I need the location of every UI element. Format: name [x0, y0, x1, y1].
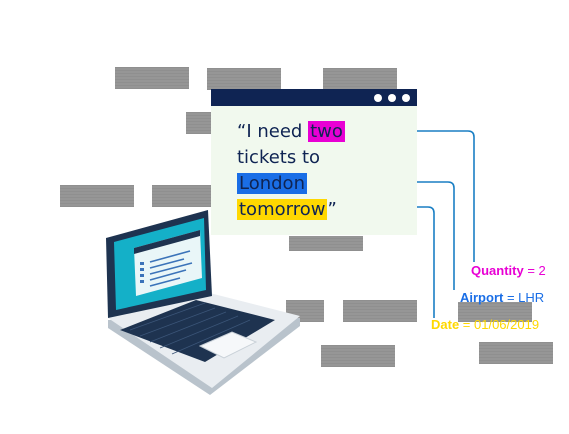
redacted-label	[115, 67, 189, 89]
window-dot-icon	[402, 94, 410, 102]
airport-word: London	[237, 173, 307, 194]
quote-close: ”	[327, 199, 337, 220]
airport-result: Airport = LHR	[460, 290, 544, 305]
trackpad-icon	[198, 331, 258, 359]
redacted-label	[152, 185, 212, 207]
redacted-label	[343, 300, 417, 322]
redacted-label	[207, 68, 281, 90]
quantity-word: two	[308, 121, 345, 142]
quantity-result: Quantity = 2	[471, 263, 546, 278]
redacted-label	[458, 302, 532, 322]
airport-key: Airport	[460, 290, 504, 305]
redacted-label	[60, 185, 134, 207]
request-quote: “I need two tickets to London tomorrow”	[237, 119, 417, 223]
redacted-label	[323, 68, 397, 90]
quote-text: “I need	[237, 121, 309, 142]
window-title-bar	[211, 89, 417, 106]
quantity-key: Quantity	[471, 263, 524, 278]
redacted-label	[321, 345, 395, 367]
connector-lines	[316, 130, 475, 318]
quantity-value: = 2	[523, 263, 546, 278]
date-word: tomorrow	[237, 199, 328, 220]
redacted-label	[289, 236, 363, 251]
redacted-label	[186, 112, 212, 134]
speech-window: “I need two tickets to London tomorrow”	[211, 89, 417, 235]
airport-value: = LHR	[503, 290, 545, 305]
date-key: Date	[431, 317, 460, 332]
redacted-label	[479, 342, 553, 364]
date-result: Date = 01/06/2019	[431, 317, 539, 332]
quote-text: tickets to	[237, 147, 321, 168]
window-dot-icon	[374, 94, 382, 102]
keyboard-icon	[120, 300, 275, 362]
window-dot-icon	[388, 94, 396, 102]
date-value: = 01/06/2019	[459, 317, 540, 332]
